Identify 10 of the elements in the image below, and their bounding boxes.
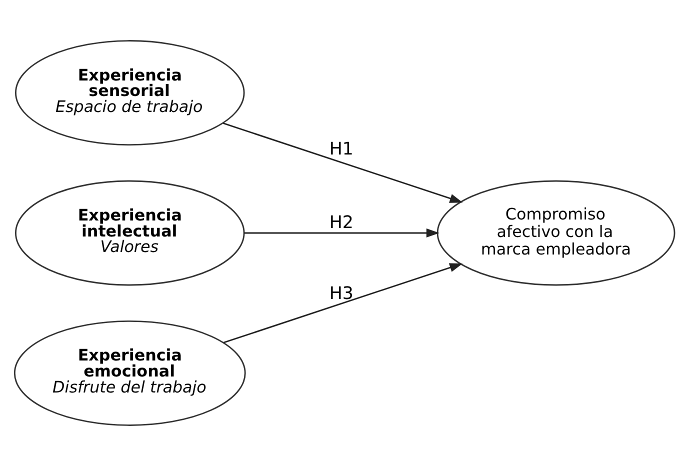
node-ellipse: Experiencia sensorial Espacio de trabajo <box>14 40 245 146</box>
edge-label: H3 <box>329 284 354 304</box>
edge-label: H1 <box>329 139 354 160</box>
arrow <box>244 228 440 238</box>
arrow <box>223 263 463 344</box>
node-ellipse: Experiencia emocional Disfrute del trabajo <box>14 320 246 426</box>
node-ellipse: Compromiso afectivo con la marca empleadora <box>436 180 676 286</box>
edge-label: H2 <box>329 213 354 234</box>
arrow <box>222 122 463 203</box>
node-ellipse: Experiencia intelectual Valores <box>14 180 245 286</box>
